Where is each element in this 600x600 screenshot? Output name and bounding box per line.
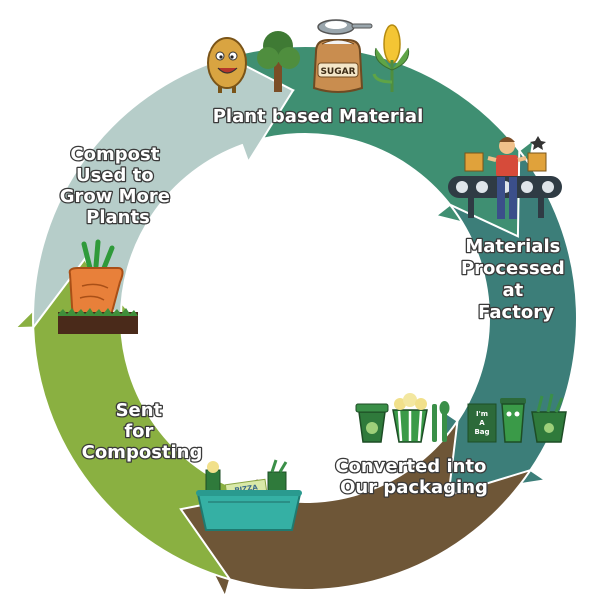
factory-worker-icon — [464, 136, 547, 177]
carrot-soil-icon — [58, 239, 138, 334]
label-materials-processed: Materials Processed at Factory — [461, 236, 571, 323]
label-converted-packaging: Converted into Our packaging — [335, 456, 492, 498]
label-sent-composting: Sent for Composting — [82, 400, 203, 463]
ring-segment-composting — [12, 257, 255, 582]
tree-icon — [257, 31, 300, 92]
packaging-products-icon: I'm A Bag — [355, 393, 567, 443]
conveyor-belt-icon — [448, 176, 562, 219]
bag-label-line3: Bag — [474, 428, 489, 436]
sugar-sack-icon: SUGAR — [312, 19, 373, 93]
compost-bin-icon: PIZZA — [196, 459, 302, 531]
bag-label-line2: A — [479, 419, 485, 427]
corn-icon — [372, 24, 410, 92]
sugar-label: SUGAR — [320, 67, 355, 77]
label-compost-grow-plants: Compost Used to Grow More Plants — [60, 144, 177, 228]
bag-label-line1: I'm — [476, 410, 488, 418]
ring-segment-packaging — [179, 420, 533, 600]
label-plant-based-material: Plant based Material — [213, 106, 424, 127]
potato-icon — [194, 37, 247, 93]
box-label: PIZZA — [234, 483, 259, 494]
